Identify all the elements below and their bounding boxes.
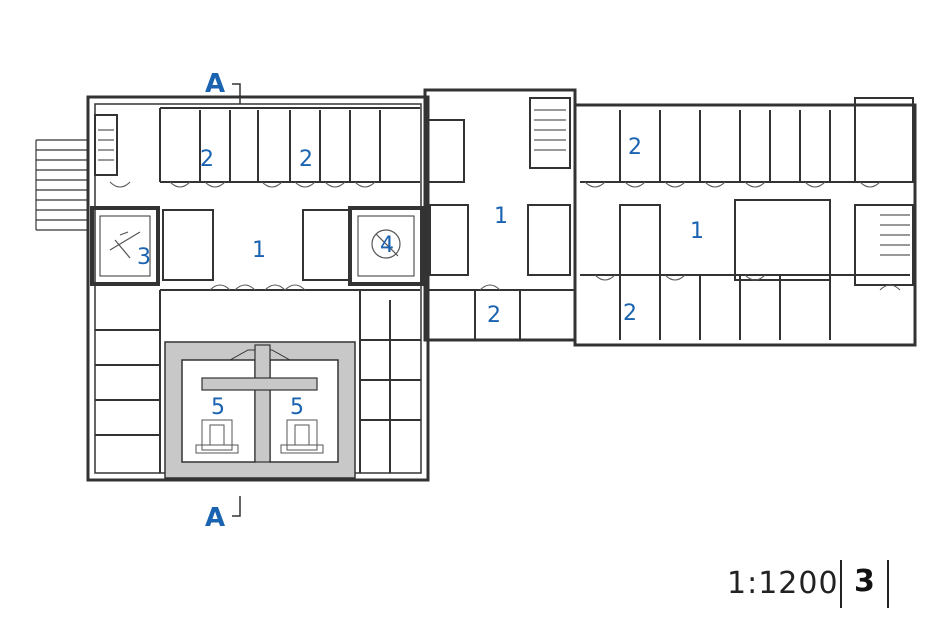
shielded-bunker: [164, 341, 356, 479]
room-label-1: 1: [494, 204, 508, 229]
room-label-2: 2: [200, 147, 214, 172]
walls: [35, 88, 917, 482]
room-label-5: 5: [290, 395, 304, 420]
room-label-3: 3: [137, 245, 151, 270]
room-label-2: 2: [628, 135, 642, 160]
section-letter-top: A: [205, 69, 225, 99]
door-swings: [109, 181, 901, 291]
equipment-glyphs: [109, 229, 401, 259]
room-label-2: 2: [487, 303, 501, 328]
sheet-number: 3: [854, 564, 875, 599]
room-label-2: 2: [299, 147, 313, 172]
room-label-1: 1: [690, 219, 704, 244]
scale-label: 1:1200: [727, 566, 839, 601]
sheet-number-frame: 3: [840, 560, 889, 608]
room-label-5: 5: [211, 395, 225, 420]
room-label-1: 1: [252, 238, 266, 263]
section-markers: [232, 83, 241, 517]
section-letter-bottom: A: [205, 503, 225, 533]
room-label-4: 4: [380, 233, 394, 258]
room-label-2: 2: [623, 301, 637, 326]
